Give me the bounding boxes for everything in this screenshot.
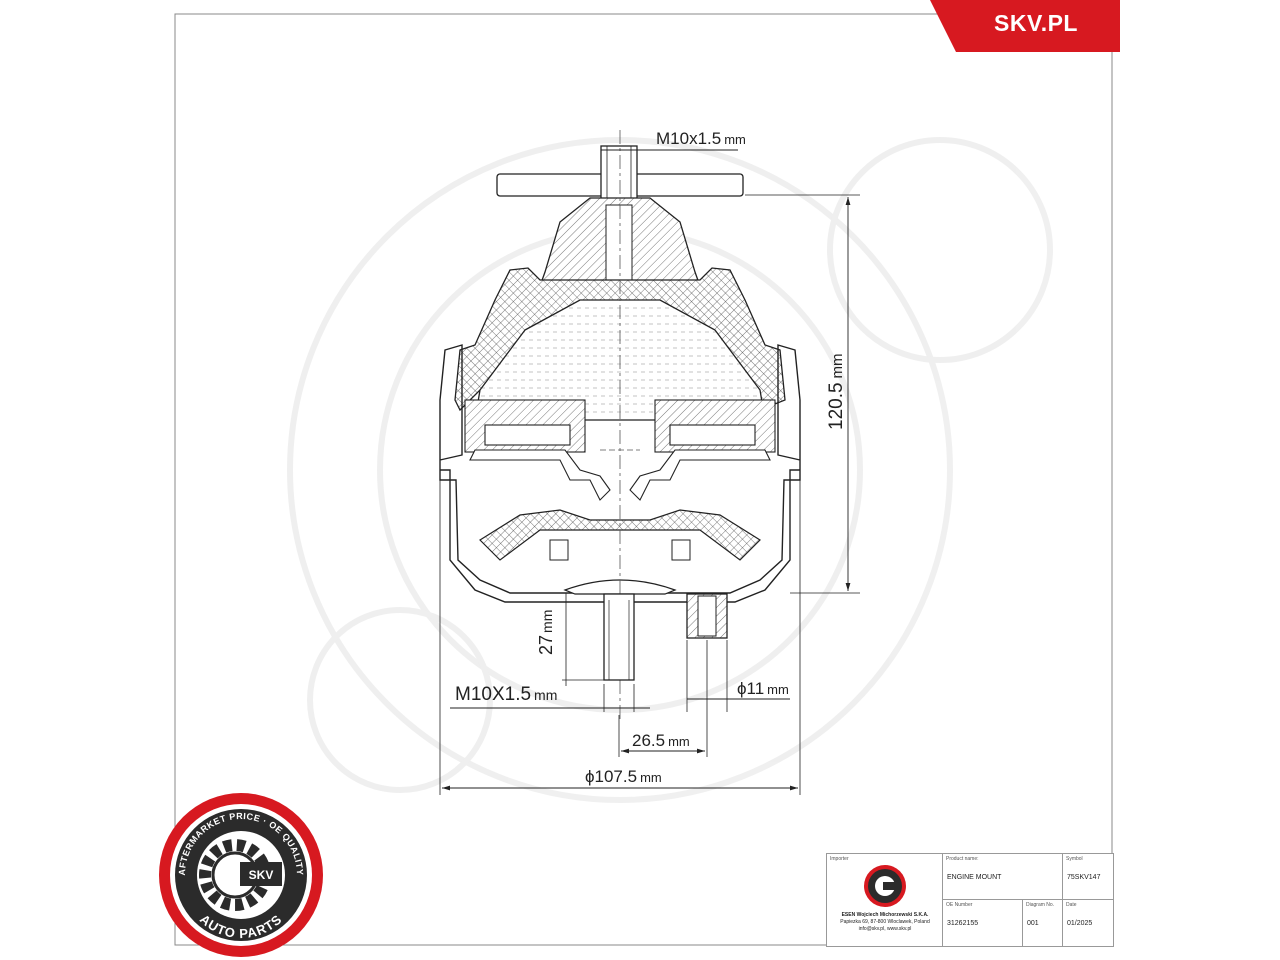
product-name-cell: Product name: ENGINE MOUNT (943, 854, 1063, 900)
skv-small-badge-icon (864, 865, 906, 907)
oe-number-cell: OE Number 31262155 (943, 900, 1023, 946)
outer-housing (439, 344, 801, 603)
height-dimension: 120.5mm (826, 353, 847, 430)
channel-plate-right (629, 399, 776, 501)
bottom-threaded-stud (603, 593, 635, 681)
brand-tag (930, 0, 1120, 52)
lower-diaphragm (479, 509, 761, 561)
badge-center-text: SKV (249, 868, 274, 882)
diagram-no-cell: Diagram No. 001 (1023, 900, 1063, 946)
drawing-frame (174, 13, 1113, 946)
importer-cell: Importer ESEN Wojciech Michorzewski S.K.… (827, 854, 943, 946)
brand-name: SKV.PL (994, 10, 1078, 36)
date-cell: Date 01/2025 (1066, 902, 1093, 927)
stud-length-dimension: 27mm (536, 610, 556, 655)
channel-plate-left (464, 399, 611, 501)
title-block: Importer ESEN Wojciech Michorzewski S.K.… (826, 853, 1114, 947)
skv-auto-parts-badge: AFTERMARKET PRICE · OE QUALITY AUTO PART… (159, 793, 323, 957)
symbol-cell: Symbol 75SKV147 (1063, 854, 1113, 900)
